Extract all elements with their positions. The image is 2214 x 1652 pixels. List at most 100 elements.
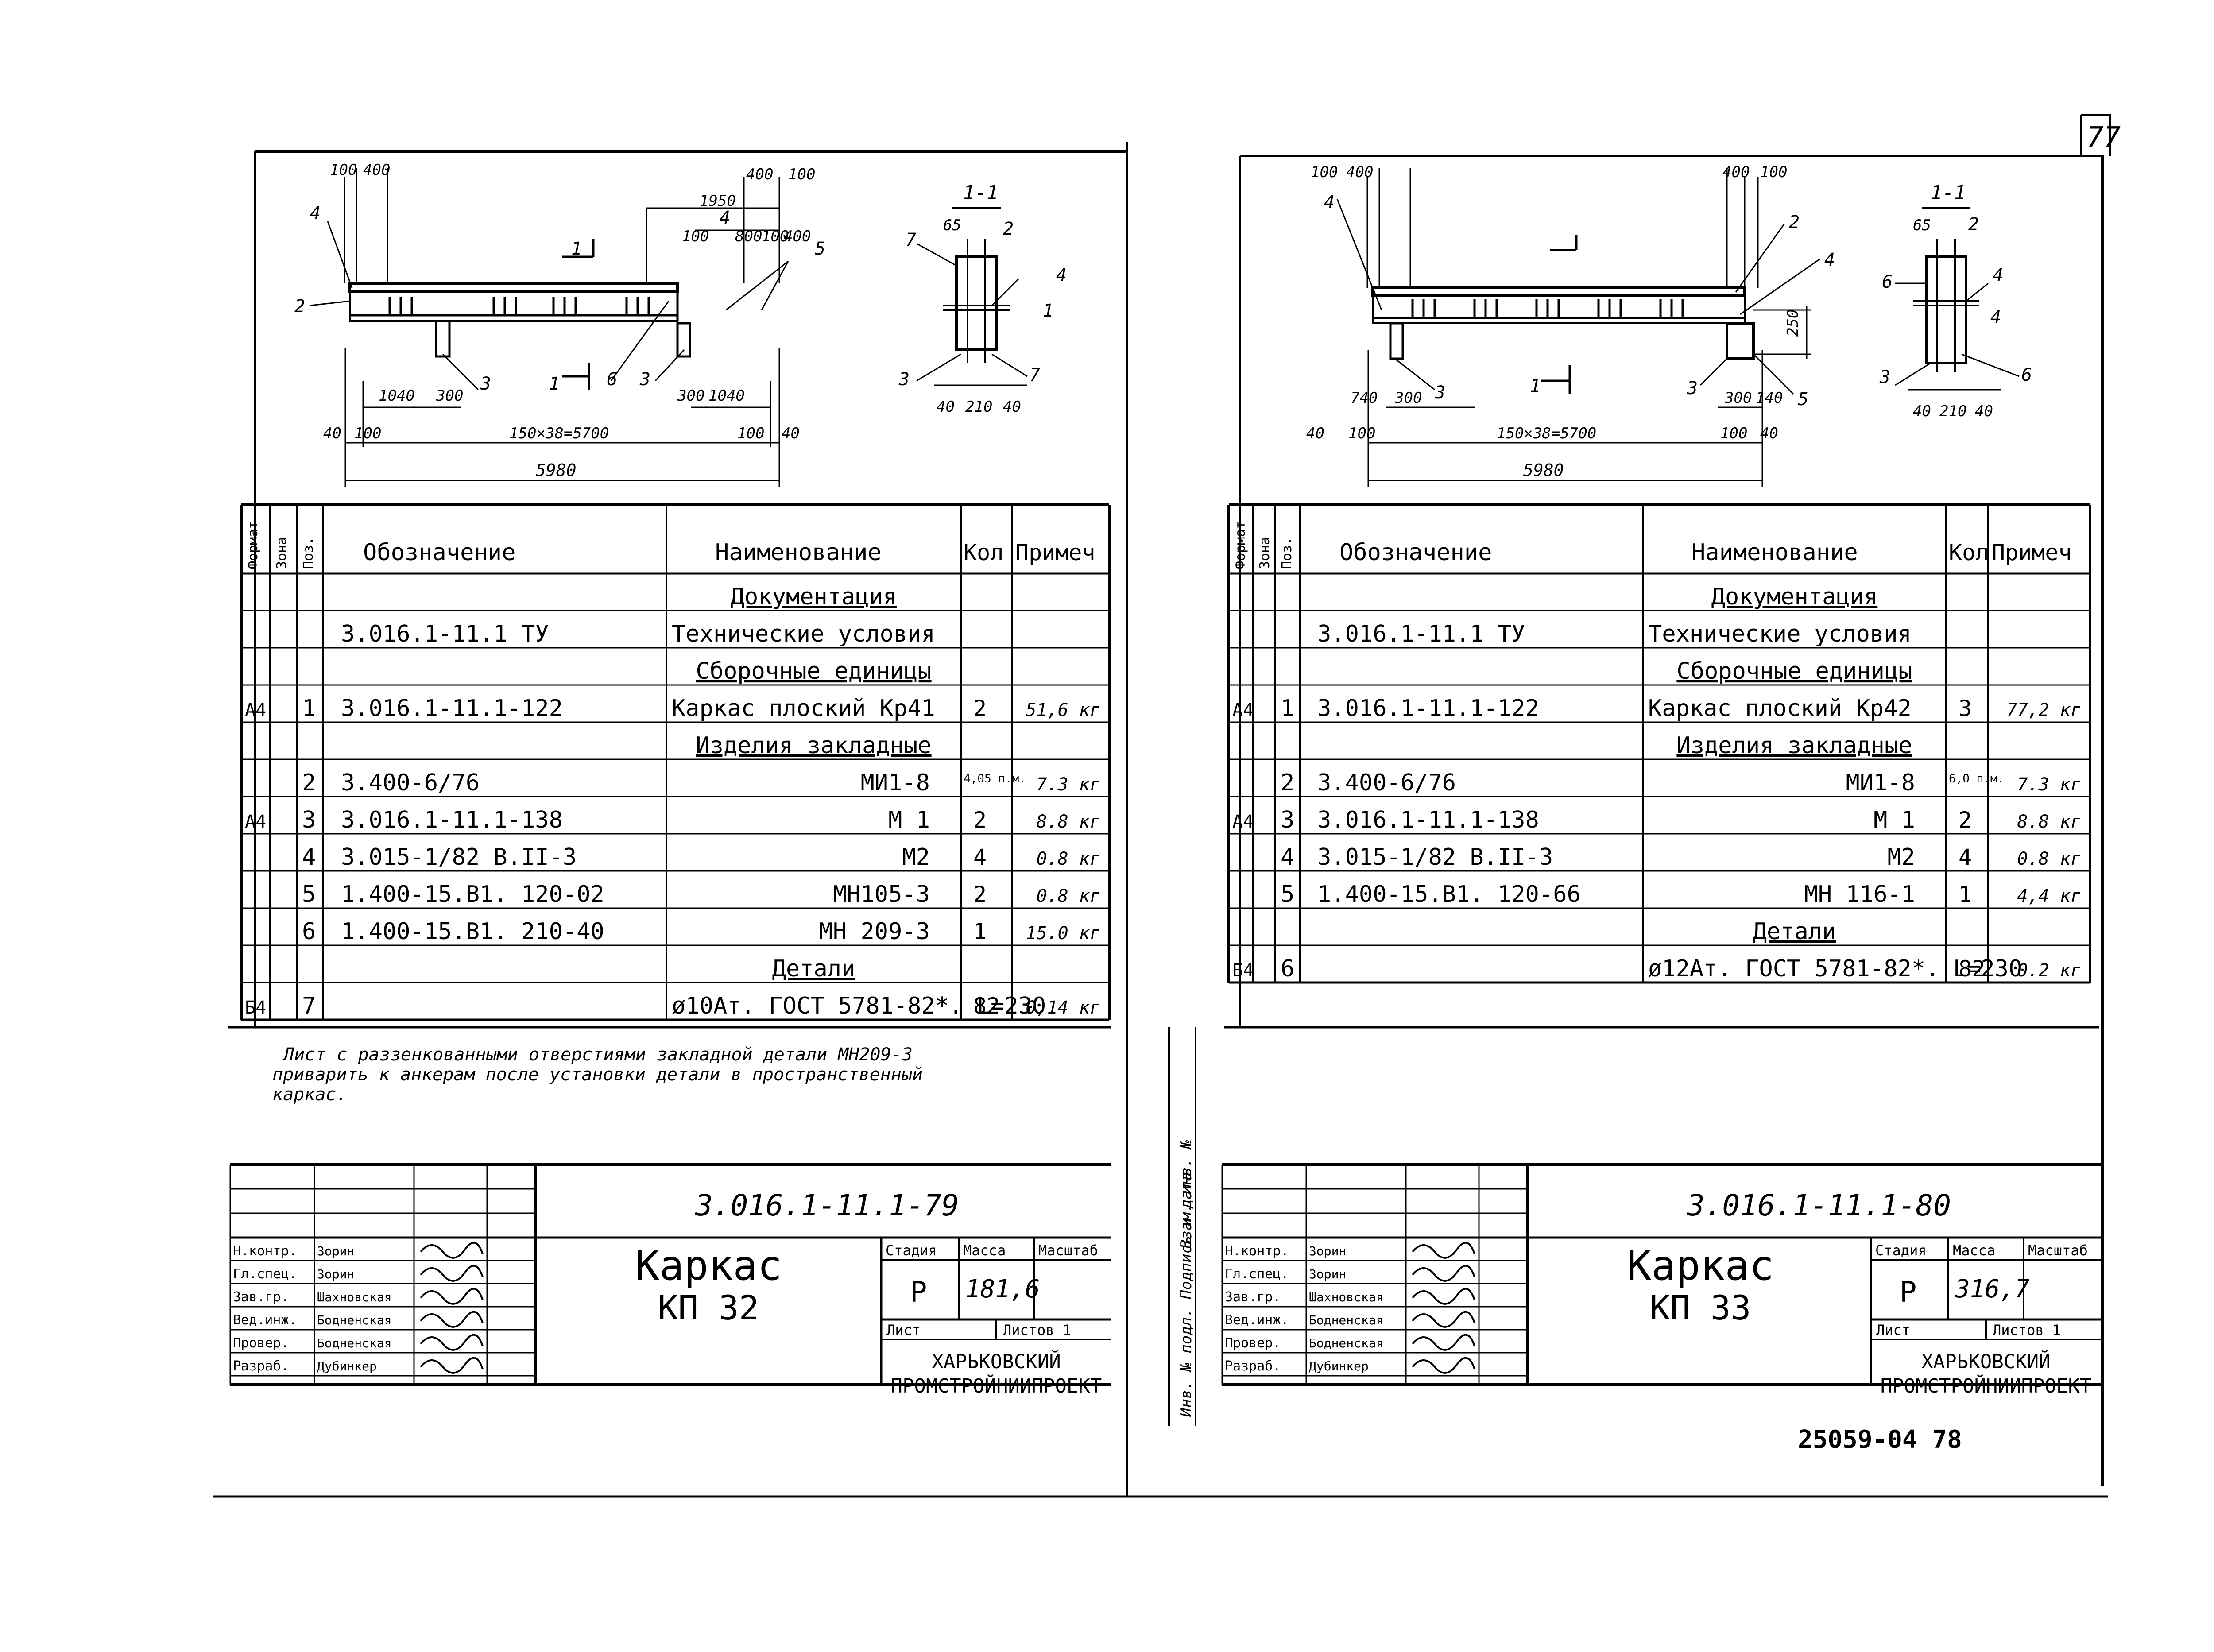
left-row-qty: 2 bbox=[973, 882, 987, 907]
left-row-pos: 3 bbox=[302, 807, 316, 833]
right-row-designation: 3.016.1-11.1-138 bbox=[1317, 807, 1539, 833]
left-col-note: Примеч bbox=[1015, 540, 1095, 565]
left-note-line-3: каркас. bbox=[272, 1084, 347, 1105]
right-row-pos: 1 bbox=[1281, 695, 1294, 722]
right-surname-5: Дубинкер bbox=[1309, 1359, 1369, 1373]
left-row-qty: 2 bbox=[973, 696, 987, 721]
left-row-format: А4 bbox=[245, 812, 266, 832]
left-row-qty: 1 bbox=[973, 919, 987, 944]
left-note-line-1: Лист с раззенкованными отверстиями закла… bbox=[282, 1045, 913, 1065]
left-role-2: Зав.гр. bbox=[233, 1289, 289, 1305]
left-row-note: 8.8 кг bbox=[1037, 812, 1101, 832]
left-row-note: 7.3 кг bbox=[1037, 774, 1101, 795]
right-row-name: Изделия закладные bbox=[1676, 732, 1912, 759]
right-section-dim-3: 210 bbox=[1939, 402, 1966, 420]
sheet-borders bbox=[213, 114, 2111, 1498]
right-section-dim-4: 40 bbox=[1975, 402, 1993, 420]
right-row-designation: 3.400-6/76 bbox=[1317, 770, 1456, 796]
left-row-pos: 5 bbox=[302, 881, 316, 908]
left-mass-head: Масса bbox=[963, 1242, 1006, 1259]
right-row-name: МН 116-1 bbox=[1804, 881, 1915, 908]
right-sheets-label: Листов 1 bbox=[1993, 1322, 2061, 1339]
right-callout-4: 3 bbox=[1434, 383, 1445, 403]
left-top-dim-8: 100 bbox=[762, 228, 789, 245]
left-bottom-dim-2: 100 bbox=[354, 425, 381, 442]
right-row-name: МИ1-8 bbox=[1846, 770, 1915, 796]
right-row-designation: 1.400-15.В1. 120-66 bbox=[1317, 881, 1581, 908]
left-bottom-dim-4: 100 bbox=[737, 425, 764, 442]
right-mass: 316,7 bbox=[1955, 1275, 2030, 1304]
left-role-5: Разраб. bbox=[233, 1358, 289, 1374]
left-doc-code: 3.016.1-11.1-79 bbox=[695, 1188, 959, 1223]
right-row-qty: 82 bbox=[1959, 956, 1985, 982]
left-sheet-label: Лист bbox=[886, 1322, 921, 1339]
right-role-5: Разраб. bbox=[1225, 1358, 1281, 1374]
right-row-pos: 3 bbox=[1281, 807, 1294, 833]
right-section-callout-5: 3 bbox=[1879, 367, 1890, 387]
left-row-name: Технические условия bbox=[672, 621, 935, 647]
left-top-dim-2: 400 bbox=[363, 161, 390, 179]
right-row-format: А4 bbox=[1232, 812, 1254, 832]
left-role-4: Провер. bbox=[233, 1335, 289, 1351]
left-note-line-2: приварить к анкерам после установки дета… bbox=[272, 1064, 923, 1085]
right-row-format: А4 bbox=[1232, 700, 1254, 720]
left-section-dim-3: 210 bbox=[965, 398, 992, 416]
right-surname-4: Бодненская bbox=[1309, 1336, 1384, 1350]
left-signature-3 bbox=[420, 1311, 484, 1328]
right-row-qty: 3 bbox=[1959, 696, 1972, 721]
margin-label-lower: Инв. № подл. Подпись и дата bbox=[1177, 1172, 1195, 1417]
left-row-name: МН 209-3 bbox=[819, 918, 930, 945]
left-role-1: Гл.спец. bbox=[233, 1266, 297, 1282]
right-col-qty: Кол bbox=[1949, 540, 1989, 565]
left-section-callout-3: 4 bbox=[1056, 265, 1067, 286]
right-section-callout-6: 6 bbox=[2021, 365, 2032, 385]
left-row-qty: 2 bbox=[973, 807, 987, 833]
left-bottom-dim-1: 40 bbox=[323, 425, 341, 442]
left-row-name: ø10Ат. ГОСТ 5781-82*. L=230 bbox=[672, 993, 1046, 1019]
left-section-dim-4: 40 bbox=[1003, 398, 1021, 416]
right-stage: Р bbox=[1900, 1276, 1917, 1309]
right-bottom-dim-1: 40 bbox=[1306, 425, 1324, 442]
left-org-line1: ХАРЬКОВСКИЙ bbox=[932, 1350, 1061, 1373]
right-role-4: Провер. bbox=[1225, 1335, 1281, 1351]
right-row-pos: 5 bbox=[1281, 881, 1294, 908]
right-title-line2: КП 33 bbox=[1650, 1288, 1751, 1327]
left-row-designation: 3.016.1-11.1 ТУ bbox=[341, 621, 549, 647]
left-row-designation: 3.400-6/76 bbox=[341, 770, 480, 796]
right-surname-2: Шахновская bbox=[1309, 1290, 1384, 1304]
right-surname-0: Зорин bbox=[1309, 1244, 1346, 1258]
left-section-callout-1: 7 bbox=[906, 230, 916, 250]
right-row-pos: 4 bbox=[1281, 844, 1294, 870]
right-signature-3 bbox=[1412, 1311, 1475, 1328]
left-surname-4: Бодненская bbox=[317, 1336, 392, 1350]
left-row-name: МИ1-8 bbox=[860, 770, 930, 796]
left-surname-3: Бодненская bbox=[317, 1313, 392, 1327]
left-callout-2: 2 bbox=[294, 296, 305, 317]
left-signature-0 bbox=[420, 1242, 484, 1259]
right-title-line1: Каркас bbox=[1627, 1242, 1774, 1289]
left-callout-7: 4 bbox=[720, 208, 730, 228]
right-section-callout-1: 6 bbox=[1882, 272, 1893, 292]
left-inner-dim-4: 1040 bbox=[708, 387, 745, 405]
left-top-dim-9: 400 bbox=[784, 228, 811, 245]
right-role-0: Н.контр. bbox=[1225, 1243, 1289, 1259]
right-section-mark: 1 bbox=[1530, 376, 1541, 396]
margin-label-upper: Взам. инв. № bbox=[1177, 1140, 1195, 1249]
left-callout-6: 3 bbox=[639, 369, 650, 390]
right-stage-head: Стадия bbox=[1875, 1242, 1927, 1259]
left-frame-drawing bbox=[310, 168, 1028, 487]
right-row-designation: 3.016.1-11.1-122 bbox=[1317, 695, 1539, 722]
right-top-dim-3: 400 bbox=[1722, 163, 1750, 181]
left-col-name: Наименование bbox=[715, 539, 882, 566]
left-row-name: Сборочные единицы bbox=[696, 658, 931, 685]
title-block-left: 3.016.1-11.1-79Н.контр.ЗоринГл.спец.Зори… bbox=[228, 1026, 1111, 1397]
left-scale-head: Масштаб bbox=[1038, 1242, 1098, 1259]
bottom-archive-code: 25059-04 78 bbox=[1798, 1425, 1962, 1454]
right-row-qty: 4 bbox=[1959, 844, 1972, 870]
left-section-callout-5: 3 bbox=[898, 369, 910, 390]
right-col-name: Наименование bbox=[1691, 539, 1858, 566]
left-callout-8: 5 bbox=[815, 239, 825, 259]
right-bottom-dim-4: 100 bbox=[1720, 425, 1747, 442]
